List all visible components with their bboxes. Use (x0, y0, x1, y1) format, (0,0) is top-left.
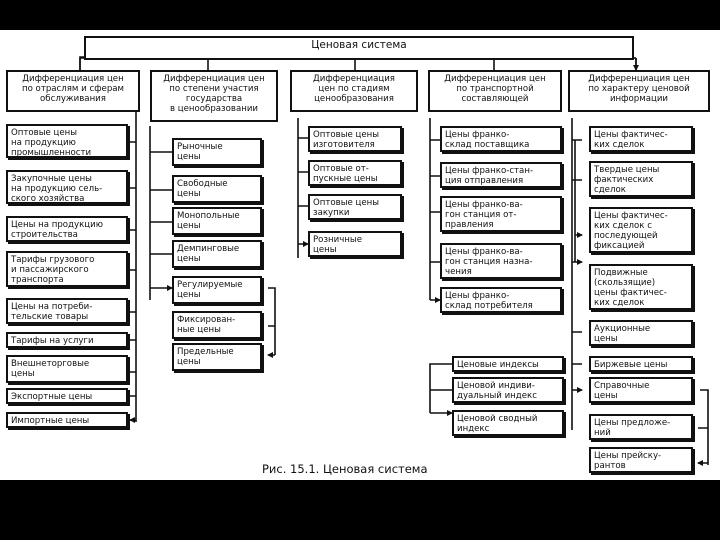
information-item: Подвижные (скользящие) цены фактичес- ки… (589, 264, 693, 310)
information-item: Биржевые цены (589, 356, 693, 372)
industry-item: Цены на продукцию строительства (6, 216, 128, 242)
figure-caption: Рис. 15.1. Ценовая система (262, 462, 428, 476)
category-transport: Дифференциация цен по транспортной соста… (428, 70, 562, 112)
stages-item: Розничные цены (308, 231, 402, 257)
transport-item: Цены франко- склад потребителя (440, 287, 562, 313)
category-stages: Дифференциация цен по стадиям ценообразо… (290, 70, 418, 112)
information-item: Цены прейску- рантов (589, 447, 693, 473)
participation-item: Регулируемые цены (172, 276, 262, 304)
diagram-canvas: Ценовая система Дифференциация цен по от… (0, 30, 720, 480)
system-title-box: Ценовая система (84, 36, 634, 60)
information-item: Цены фактичес- ких сделок с последующей … (589, 207, 693, 253)
participation-item: Предельные цены (172, 343, 262, 371)
information-item: Справочные цены (589, 377, 693, 403)
participation-item: Демпинговые цены (172, 240, 262, 268)
category-information: Дифференциация цен по характеру ценовой … (568, 70, 710, 112)
participation-item: Свободные цены (172, 175, 262, 203)
industry-item: Тарифы грузового и пассажирского транспо… (6, 251, 128, 287)
participation-item: Фиксирован- ные цены (172, 311, 262, 339)
index-main: Ценовые индексы (452, 356, 564, 372)
index-individual: Ценовой индиви- дуальный индекс (452, 377, 564, 403)
transport-item: Цены франко-ва- гон станция назна- чения (440, 243, 562, 279)
participation-item: Рыночные цены (172, 138, 262, 166)
transport-item: Цены франко-ва- гон станция от- правлени… (440, 196, 562, 232)
transport-item: Цены франко- склад поставщика (440, 126, 562, 152)
index-composite: Ценовой сводный индекс (452, 410, 564, 436)
information-item: Твердые цены фактических сделок (589, 161, 693, 197)
industry-item: Тарифы на услуги (6, 332, 128, 348)
industry-item: Импортные цены (6, 412, 128, 428)
information-item: Цены предложе- ний (589, 414, 693, 440)
category-participation: Дифференциация цен по степени участия го… (150, 70, 278, 122)
information-item: Аукционные цены (589, 320, 693, 346)
information-item: Цены фактичес- ких сделок (589, 126, 693, 152)
system-title: Ценовая система (311, 39, 407, 51)
industry-item: Закупочные цены на продукцию сель- ского… (6, 170, 128, 204)
participation-item: Монопольные цены (172, 207, 262, 235)
stages-item: Оптовые от- пускные цены (308, 160, 402, 186)
industry-item: Экспортные цены (6, 388, 128, 404)
industry-item: Цены на потреби- тельские товары (6, 298, 128, 324)
industry-item: Оптовые цены на продукцию промышленности (6, 124, 128, 158)
category-industry: Дифференциация цен по отраслям и сферам … (6, 70, 140, 112)
industry-item: Внешнеторговые цены (6, 355, 128, 383)
transport-item: Цены франко-стан- ция отправления (440, 162, 562, 188)
stages-item: Оптовые цены изготовителя (308, 126, 402, 152)
stages-item: Оптовые цены закупки (308, 194, 402, 220)
